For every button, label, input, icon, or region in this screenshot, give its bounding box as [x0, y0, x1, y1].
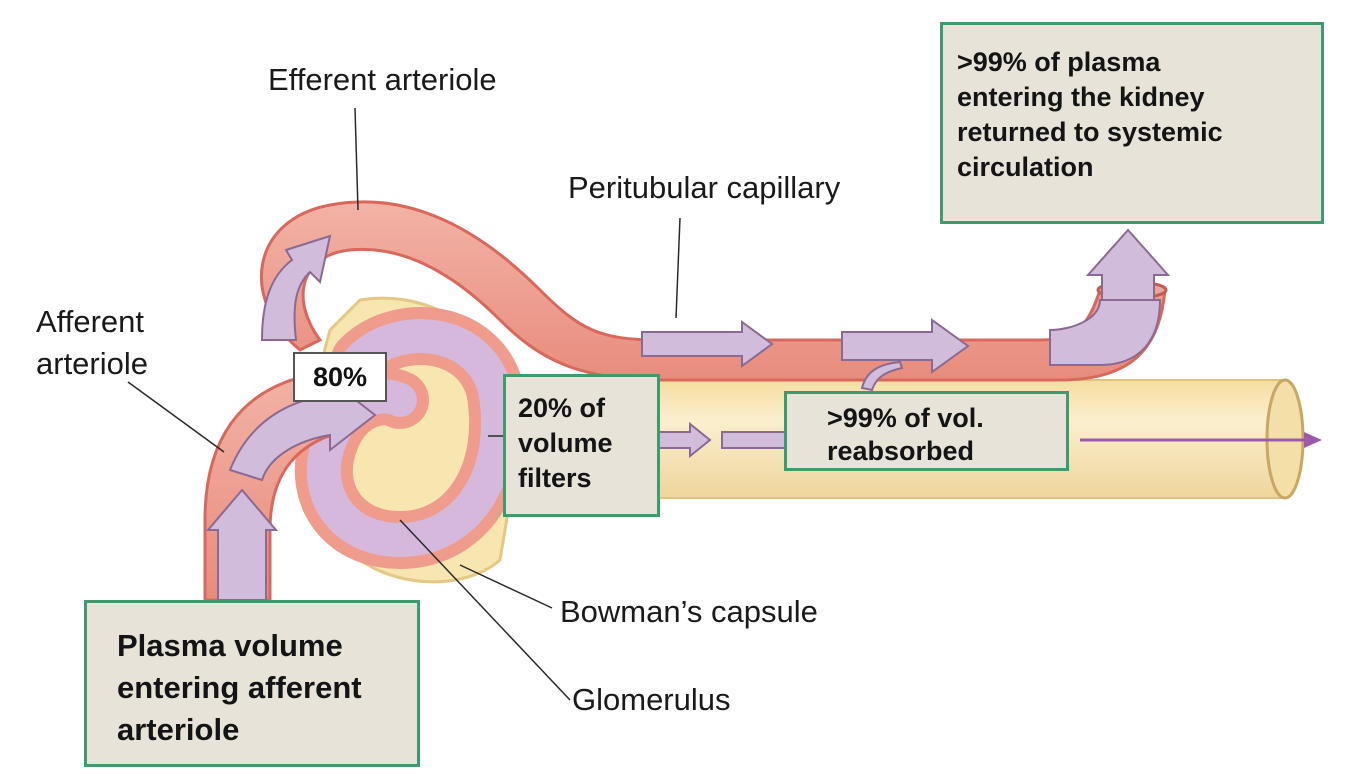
box-plasma-entering: Plasma volume entering afferent arteriol…	[84, 600, 420, 767]
label-efferent-arteriole: Efferent arteriole	[268, 62, 497, 97]
box-volume-filters: 20% of volume filters	[503, 374, 660, 517]
leader-glomerulus	[399, 519, 571, 701]
flow-arrow-efferent	[260, 234, 332, 341]
label-afferent-line2: arteriole	[36, 346, 148, 381]
label-afferent-line1: Afferent	[36, 304, 145, 339]
label-peritubular-capillary: Peritubular capillary	[568, 170, 841, 205]
flow-arrow-return-bend	[1049, 299, 1162, 366]
box-filters-text: 20% of volume filters	[518, 393, 613, 493]
flow-arrow-return-up	[1085, 228, 1171, 301]
flow-arrow-tubule-2	[721, 431, 786, 449]
flow-arrow-afferent-in	[205, 488, 279, 601]
leader-bowman	[459, 564, 553, 609]
leader-efferent	[354, 107, 359, 211]
leader-afferent	[127, 381, 225, 453]
flow-arrow-reabsorb	[860, 360, 904, 392]
percent-80-text: 80%	[312, 362, 368, 392]
box-reabsorbed-text: >99% of vol. reabsorbed	[827, 403, 984, 466]
label-bowmans-capsule: Bowman’s capsule	[560, 594, 818, 629]
flow-arrows	[205, 228, 1171, 601]
flow-arrow-peri-1	[641, 320, 774, 368]
leader-peritubular	[675, 217, 681, 319]
box-returned-text: >99% of plasma entering the kidney retur…	[957, 47, 1223, 182]
box-returned-to-circulation: >99% of plasma entering the kidney retur…	[940, 22, 1324, 224]
box-80-percent: 80%	[293, 352, 387, 402]
box-reabsorbed: >99% of vol. reabsorbed	[784, 391, 1069, 471]
box-plasma-text: Plasma volume entering afferent arteriol…	[117, 628, 362, 747]
label-glomerulus: Glomerulus	[572, 682, 731, 717]
flow-arrow-peri-2	[841, 318, 970, 374]
leader-lines	[127, 107, 681, 701]
flow-arrow-tubule-1	[654, 421, 712, 459]
